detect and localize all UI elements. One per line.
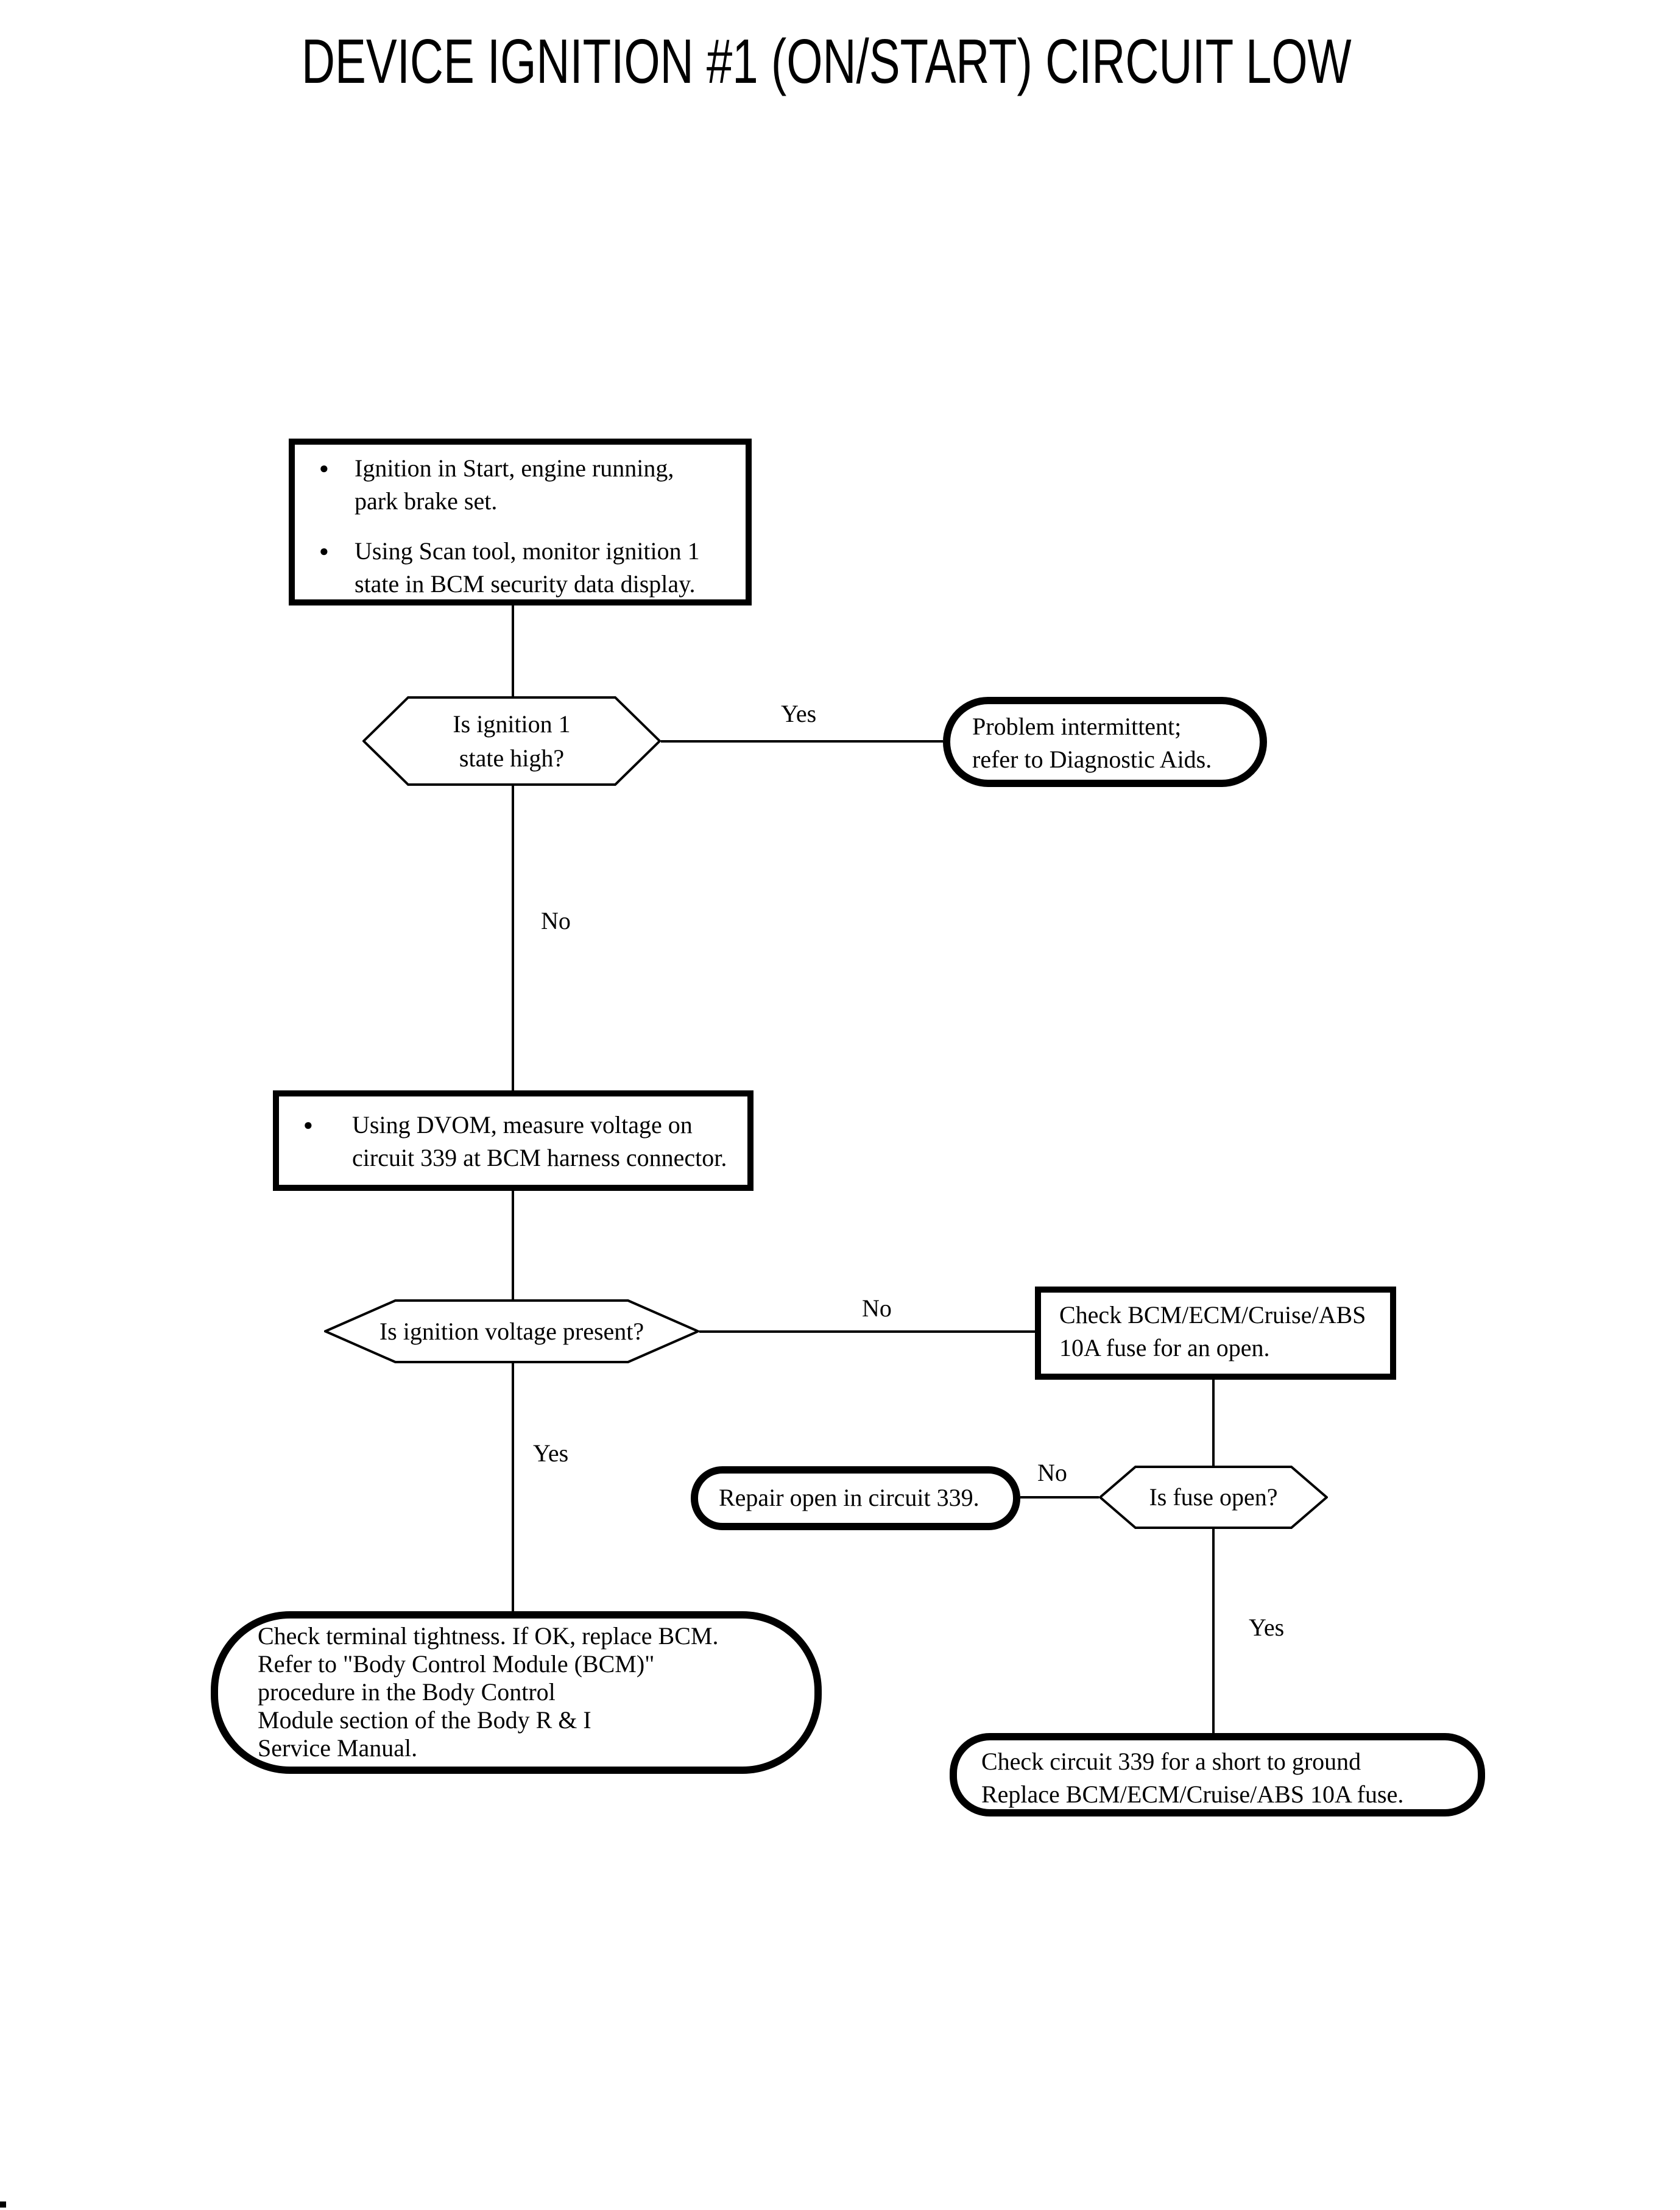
bullet-text: Using DVOM, measure voltage on circuit 3… — [352, 1111, 727, 1171]
bullet-item: ● Using DVOM, measure voltage on circuit… — [303, 1109, 741, 1174]
terminal-problem-intermittent: Problem intermittent; refer to Diagnosti… — [943, 697, 1267, 787]
decision-text: Is fuse open? — [1149, 1483, 1278, 1511]
bullet-icon: ● — [319, 542, 329, 560]
connector-voltage-decision-no-right — [699, 1330, 1035, 1333]
page-title: DEVICE IGNITION #1 (ON/START) CIRCUIT LO… — [302, 26, 1352, 96]
terminal-check-short-to-ground: Check circuit 339 for a short to ground … — [950, 1733, 1485, 1816]
bullet-icon: ● — [319, 459, 329, 477]
edge-label-no: No — [1037, 1459, 1067, 1486]
connector-fuse-decision-yes-down — [1212, 1529, 1215, 1733]
connector-ignition-decision-no-down — [512, 786, 514, 1090]
edge-label-no: No — [862, 1294, 892, 1322]
bullet-text: Ignition in Start, engine running, park … — [355, 454, 674, 515]
decision-fuse-open: Is fuse open? — [1099, 1466, 1328, 1529]
decision-text: Is ignition voltage present? — [379, 1317, 644, 1345]
connector-fuse-decision-no-left — [1020, 1496, 1099, 1499]
decision-voltage-present: Is ignition voltage present? — [324, 1299, 699, 1363]
edge-label-no: No — [541, 907, 571, 934]
edge-label-yes: Yes — [533, 1439, 569, 1467]
terminal-repair-open: Repair open in circuit 339. — [691, 1466, 1020, 1530]
bullet-item: ● Using Scan tool, monitor ignition 1 st… — [319, 535, 739, 601]
process-box-setup: ● Ignition in Start, engine running, par… — [289, 439, 752, 605]
connector-measure-to-voltage-decision — [512, 1190, 514, 1299]
process-box-measure-voltage: ● Using DVOM, measure voltage on circuit… — [273, 1090, 754, 1191]
scan-artifact — [0, 2201, 6, 2208]
connector-fuse-box-to-fuse-decision — [1212, 1379, 1215, 1466]
decision-text: Is ignition 1 state high? — [453, 710, 571, 772]
bullet-item: ● Ignition in Start, engine running, par… — [319, 452, 739, 518]
decision-hexagon-shape — [324, 1299, 699, 1363]
decision-hexagon-shape — [1099, 1466, 1328, 1529]
edge-label-yes: Yes — [1249, 1614, 1285, 1641]
decision-hexagon-shape — [362, 696, 661, 786]
bullet-icon: ● — [303, 1116, 313, 1134]
connector-setup-to-ignition-decision — [512, 605, 514, 696]
connector-ignition-decision-yes-right — [661, 740, 943, 743]
bullet-text: Using Scan tool, monitor ignition 1 stat… — [355, 537, 700, 598]
terminal-check-terminal-tightness: Check terminal tightness. If OK, replace… — [211, 1611, 822, 1774]
edge-label-yes: Yes — [781, 700, 817, 727]
connector-voltage-decision-yes-down — [512, 1363, 514, 1611]
decision-ignition-state: Is ignition 1 state high? — [362, 696, 661, 786]
process-box-check-fuse: Check BCM/ECM/Cruise/ABS 10A fuse for an… — [1035, 1287, 1396, 1380]
